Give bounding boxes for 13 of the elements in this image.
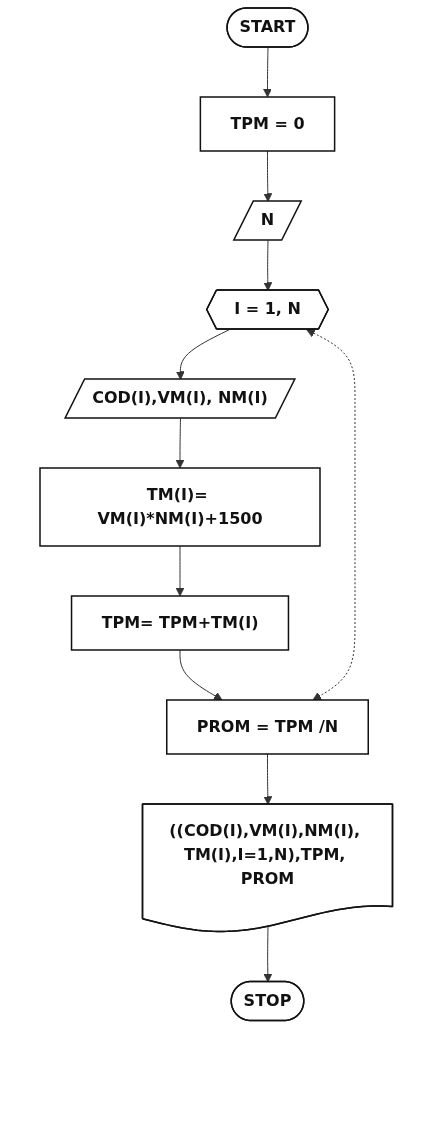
arrow bbox=[263, 926, 273, 983]
node-box: PROM = TPM /N bbox=[166, 699, 370, 755]
arrow bbox=[179, 649, 223, 701]
arrow bbox=[263, 240, 273, 291]
node-box: TM(I)= VM(I)*NM(I)+1500 bbox=[39, 467, 321, 547]
node-box: TPM = 0 bbox=[199, 96, 336, 152]
arrow bbox=[306, 329, 356, 701]
arrow bbox=[263, 47, 273, 98]
arrow bbox=[263, 150, 273, 202]
arrow bbox=[175, 418, 185, 469]
arrow bbox=[175, 545, 185, 597]
node-box: TPM= TPM+TM(I) bbox=[71, 595, 290, 651]
arrow bbox=[176, 329, 231, 380]
